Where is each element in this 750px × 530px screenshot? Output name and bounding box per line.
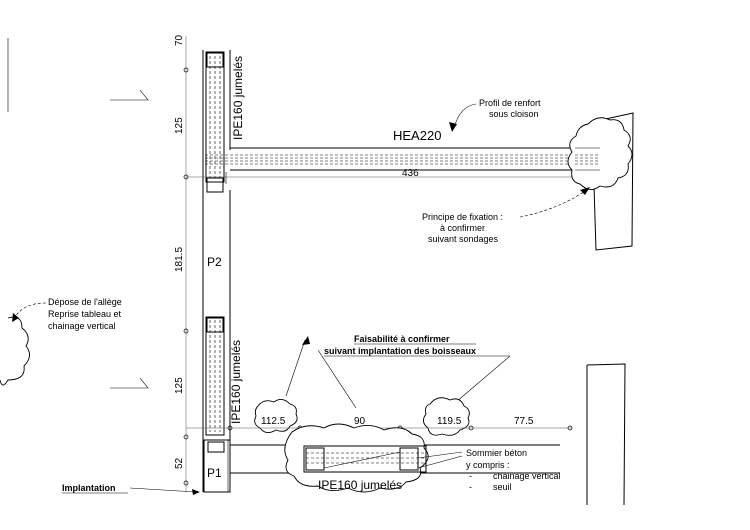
profil-leader-arrow [449,103,477,132]
dim-181-5: 181.5 [174,247,185,272]
note-sommier-bullet1: - [469,471,472,481]
note-depose-line3: chainage vertical [48,321,116,331]
dim-line-436 [186,172,603,184]
section-marker-top [110,89,149,101]
note-sommier-line2: y compris : [466,460,510,470]
implantation-leader [129,487,200,495]
section-marker-bottom [110,377,149,389]
label-ipe-top: IPE160 jumelés [231,56,245,140]
dim-436: 436 [402,168,419,179]
faisabilite-note: Faisabilité à confirmer suivant implanta… [310,332,510,358]
faisabilite-leaders [285,336,511,409]
column-p1 [203,439,231,493]
ipe-beam-top [205,51,225,193]
note-sommier-item2: seuil [493,482,512,492]
note-profil-line1: Profil de renfort [479,98,541,108]
ipe-beam-middle [205,316,225,436]
note-sommier-item1: chainage vertical [493,471,561,481]
ipe-beam-bottom [303,445,427,473]
hea-beam [205,147,601,171]
cloud-left-small [254,399,298,433]
note-sommier-line1: Sommier béton [466,448,527,458]
label-p2: P2 [207,255,222,269]
note-fixation-line1: Principe de fixation : [422,212,503,222]
label-ipe-bottom: IPE160 jumelés [318,478,402,492]
dim-90: 90 [354,416,366,427]
label-hea220: HEA220 [393,128,441,143]
note-profil-line2: sous cloison [489,109,539,119]
label-p1: P1 [207,466,222,480]
dim-bottom-52: 52 [174,457,185,469]
dim-top-cut: 70 [174,34,185,46]
label-implantation: Implantation [62,483,116,493]
dim-119-5: 119.5 [437,416,462,427]
vertical-dimension-chain: 70 125 181.5 125 52 [174,34,189,492]
note-fixation-line2: à confirmer [440,223,485,233]
note-fixation-line3: suivant sondages [428,234,499,244]
note-faisabilite-line2: suivant implantation des boisseaux [324,346,476,356]
right-wall-block [591,112,634,251]
vertical-wall [202,50,231,492]
dim-upper-125: 125 [174,117,185,134]
note-sommier-bullet2: - [469,482,472,492]
sommier-leaders [417,451,463,469]
fixation-cloud [567,117,633,190]
label-ipe-middle: IPE160 jumelés [229,340,243,424]
dim-77-5: 77.5 [514,416,534,427]
dim-112-5: 112.5 [261,416,286,427]
dim-lower-125: 125 [174,377,185,394]
hea-end-in-wall [575,147,600,171]
note-depose-line1: Dépose de l'allège [48,297,122,307]
right-bottom-wall [586,363,626,506]
depose-cloud [0,316,30,386]
depose-leader [12,302,47,322]
cloud-right-small [423,397,470,436]
note-depose-line2: Reprise tableau et [48,309,122,319]
fixation-leader [519,187,590,218]
note-faisabilite-line1: Faisabilité à confirmer [354,334,450,344]
